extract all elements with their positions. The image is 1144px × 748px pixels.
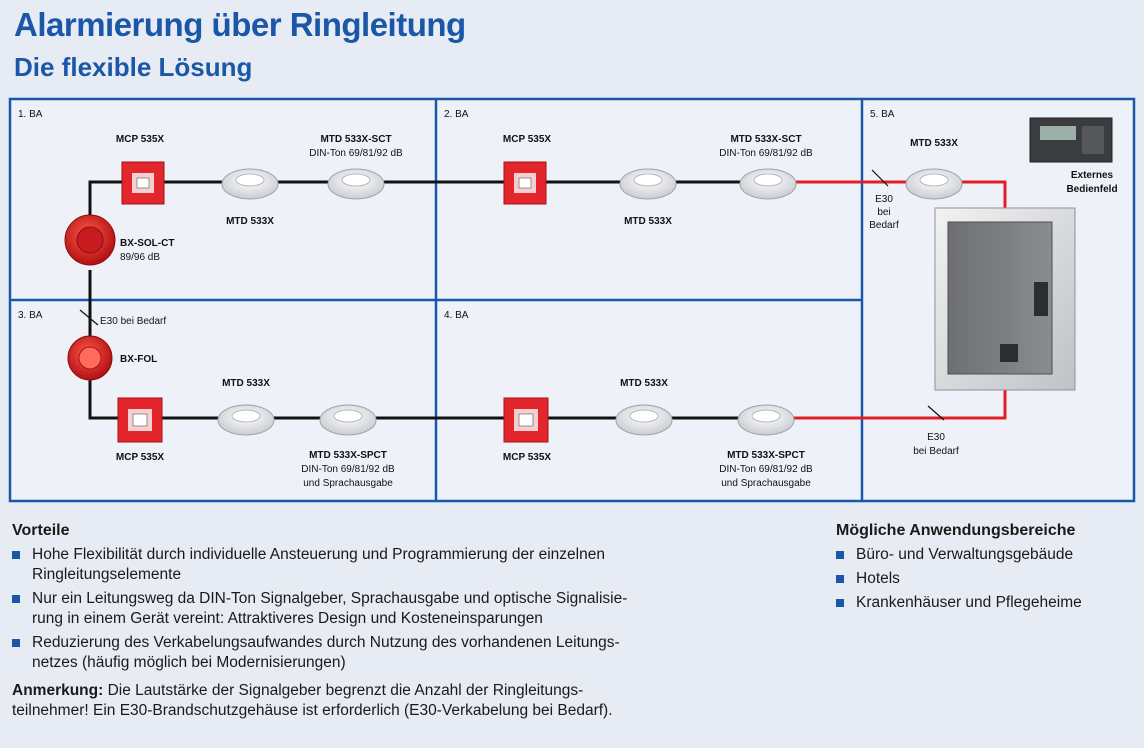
label-mtd-1: MTD 533X	[226, 216, 274, 227]
e30-markers	[79, 169, 945, 421]
label-sprach-1: und Sprachausgabe	[303, 478, 393, 489]
control-panel	[934, 207, 1076, 391]
list-item: Krankenhäuser und Pflegeheime	[836, 593, 1136, 613]
label-sol: BX-SOL-CT	[120, 238, 174, 249]
detector-mtd533x-4	[615, 404, 673, 436]
label-mtd-5: MTD 533X	[910, 138, 958, 149]
label-mtd-2: MTD 533X	[624, 216, 672, 227]
list-item: Hohe Flexibilität durch individuelle Ans…	[12, 545, 752, 585]
label-beibedarf-bottom: bei Bedarf	[913, 446, 959, 457]
list-item: Reduzierung des Verkabelungsaufwandes du…	[12, 633, 752, 673]
label-sct-2: MTD 533X-SCT	[730, 134, 801, 145]
label-din-1: DIN-Ton 69/81/92 dB	[309, 148, 403, 159]
list-item: Nur ein Leitungsweg da DIN-Ton Signalgeb…	[12, 589, 752, 629]
label-e30-top: E30	[875, 194, 893, 205]
sounder-bx-sol-ct	[64, 214, 116, 266]
list-item: Hotels	[836, 569, 1136, 589]
label-mtd-3: MTD 533X	[222, 378, 270, 389]
label-din-2: DIN-Ton 69/81/92 dB	[719, 148, 813, 159]
label-e30-bedarf: E30 bei Bedarf	[100, 316, 166, 327]
label-spct-1: MTD 533X-SPCT	[309, 450, 387, 461]
label-mcp-3: MCP 535X	[116, 452, 165, 463]
label-bedarf-top: Bedarf	[869, 220, 899, 231]
info-section: Vorteile Hohe Flexibilität durch individ…	[0, 515, 1144, 748]
label-din-4: DIN-Ton 69/81/92 dB	[719, 464, 813, 475]
bullet-icon	[12, 639, 20, 647]
label-sct-1: MTD 533X-SCT	[320, 134, 391, 145]
detector-mtd533x-1	[221, 168, 279, 200]
detector-mtd533x-5	[905, 168, 963, 200]
label-din-3: DIN-Ton 69/81/92 dB	[301, 464, 395, 475]
label-ext-2: Bedienfeld	[1066, 184, 1117, 195]
page-title: Alarmierung über Ringleitung	[14, 6, 466, 43]
detector-mtd533x-3	[217, 404, 275, 436]
ring-diagram: 1. BA 2. BA 3. BA 4. BA 5. BA	[8, 97, 1136, 503]
label-mcp-1: MCP 535X	[116, 134, 165, 145]
mcp-535x-1	[121, 161, 165, 205]
bullet-icon	[12, 595, 20, 603]
zone-label-5: 5. BA	[870, 109, 895, 120]
label-mcp-2: MCP 535X	[503, 134, 552, 145]
mcp-535x-4	[503, 397, 549, 443]
label-ext-1: Externes	[1071, 170, 1114, 181]
zone-label-1: 1. BA	[18, 109, 43, 120]
label-mtd-4: MTD 533X	[620, 378, 668, 389]
sounder-bx-fol	[67, 335, 113, 381]
vorteile-list: Hohe Flexibilität durch individuelle Ans…	[12, 545, 752, 673]
bullet-icon	[836, 599, 844, 607]
bullet-icon	[836, 551, 844, 559]
anwendung-heading: Mögliche Anwendungsbereiche	[836, 522, 1076, 539]
bullet-icon	[836, 575, 844, 583]
list-item: Büro- und Verwaltungsgebäude	[836, 545, 1136, 565]
label-fol: BX-FOL	[120, 354, 157, 365]
detector-sct-2	[739, 168, 797, 200]
label-sprach-2: und Sprachausgabe	[721, 478, 811, 489]
anwendung-section: Mögliche Anwendungsbereiche Büro- und Ve…	[836, 521, 1136, 617]
anwendung-list: Büro- und Verwaltungsgebäude Hotels Kran…	[836, 545, 1136, 613]
bullet-icon	[12, 551, 20, 559]
label-sol-db: 89/96 dB	[120, 252, 160, 263]
vorteile-section: Vorteile Hohe Flexibilität durch individ…	[12, 521, 752, 721]
detector-mtd533x-2	[619, 168, 677, 200]
mcp-535x-2	[503, 161, 547, 205]
label-spct-2: MTD 533X-SPCT	[727, 450, 805, 461]
label-mcp-4: MCP 535X	[503, 452, 552, 463]
mcp-535x-3	[117, 397, 163, 443]
label-e30-bottom: E30	[927, 432, 945, 443]
external-panel	[1029, 117, 1113, 163]
detector-spct-1	[319, 404, 377, 436]
zone-label-3: 3. BA	[18, 310, 43, 321]
vorteile-heading: Vorteile	[12, 522, 70, 539]
note: Anmerkung: Die Lautstärke der Signalgebe…	[12, 682, 613, 719]
zone-label-2: 2. BA	[444, 109, 469, 120]
detector-spct-2	[737, 404, 795, 436]
detector-sct-1	[327, 168, 385, 200]
label-bei-top: bei	[877, 207, 890, 218]
zone-label-4: 4. BA	[444, 310, 469, 321]
page-subtitle: Die flexible Lösung	[14, 52, 253, 82]
